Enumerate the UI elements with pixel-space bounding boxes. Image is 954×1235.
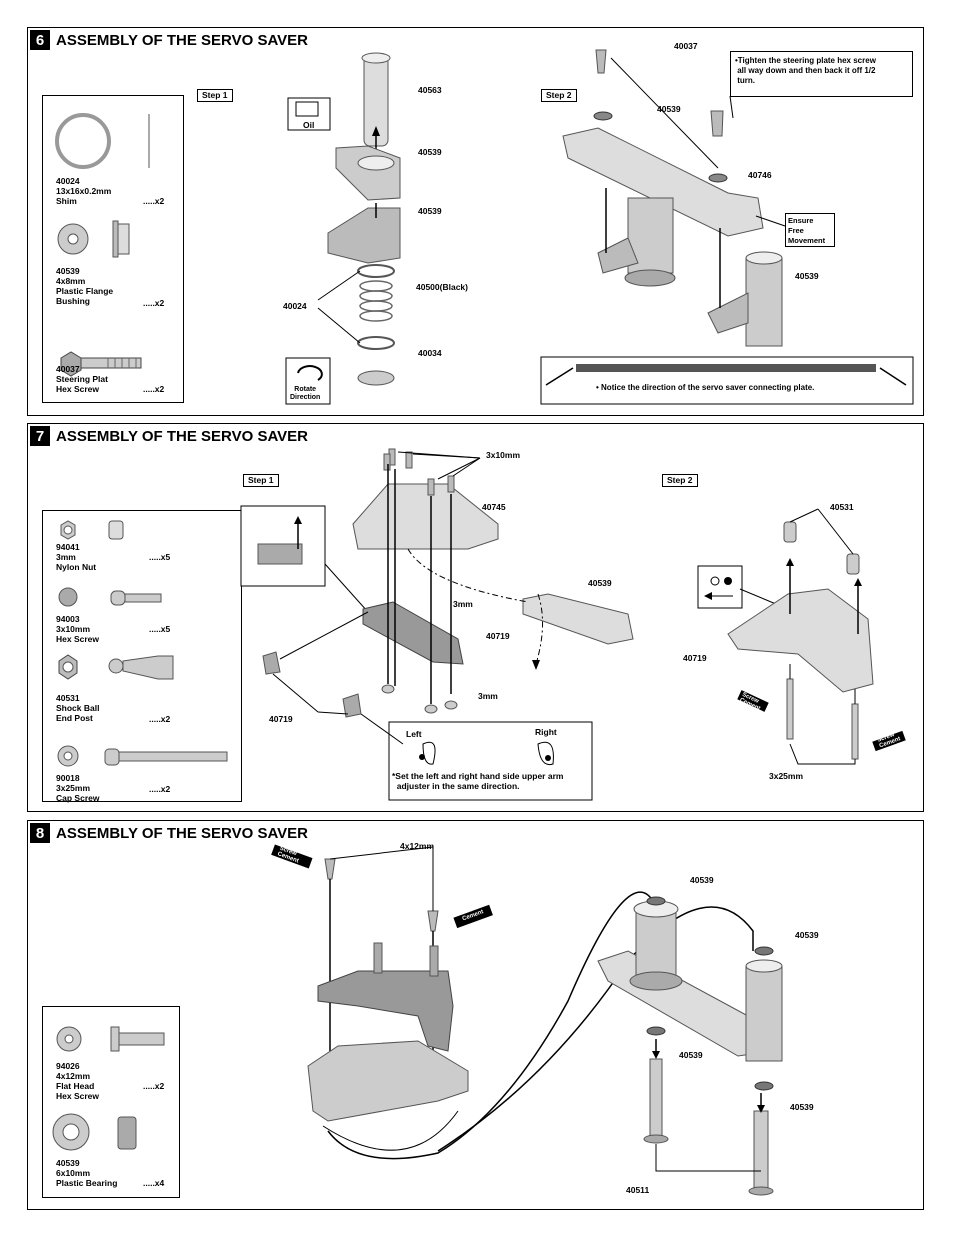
- s7-part-label: 40539: [588, 578, 612, 588]
- s6-tighten-note: •Tighten the steering plate hex screw al…: [730, 51, 913, 97]
- s6-part-label: 40037: [674, 41, 698, 51]
- s6-oil-label: Oil: [303, 120, 315, 130]
- s6-part-label: 40539: [418, 147, 442, 157]
- s7-part-label: 3mm: [453, 599, 473, 609]
- s6-part-label: 40034: [418, 348, 442, 358]
- s6-part-desc: 4x8mm Plastic Flange Bushing: [56, 276, 114, 306]
- section-8: 8 ASSEMBLY OF THE SERVO SAVER 94026 4x12…: [27, 820, 924, 1210]
- s8-part-num: 40539: [56, 1158, 80, 1168]
- s8-part-label: 40539: [795, 930, 819, 940]
- s7-part-num: 40531: [56, 693, 80, 703]
- s7-part-qty: .....x5: [149, 552, 171, 562]
- s7-left-label: Left: [406, 729, 422, 739]
- section-6: 6 ASSEMBLY OF THE SERVO SAVER 40024 13x1…: [27, 27, 924, 416]
- s6-part-label: 40024: [283, 301, 307, 311]
- s6-part-label: 40539: [795, 271, 819, 281]
- section-7-number: 7: [30, 426, 50, 446]
- s6-notice-text: • Notice the direction of the servo save…: [596, 383, 815, 392]
- s7-illustration: [240, 448, 906, 801]
- section-7: 7 ASSEMBLY OF THE SERVO SAVER 94041 3mm …: [27, 423, 924, 812]
- s7-part-label: 40719: [269, 714, 293, 724]
- s7-part-label: 40719: [486, 631, 510, 641]
- s6-part-qty: .....x2: [143, 384, 165, 394]
- s6-step2-label: Step 2: [541, 89, 577, 102]
- s7-set-note: *Set the left and right hand side upper …: [392, 771, 564, 791]
- s7-part-label: 3x25mm: [769, 771, 804, 781]
- s6-step1-label: Step 1: [197, 89, 233, 102]
- s7-part-qty: .....x5: [149, 624, 171, 634]
- section-8-title: ASSEMBLY OF THE SERVO SAVER: [56, 824, 309, 842]
- s6-part-num: 40024: [56, 176, 80, 186]
- s7-right-label: Right: [535, 727, 557, 737]
- s7-part-label: 40719: [683, 653, 707, 663]
- section-8-header: 8 ASSEMBLY OF THE SERVO SAVER: [30, 823, 308, 843]
- s8-part-num: 94026: [56, 1061, 80, 1071]
- section-6-header: 6 ASSEMBLY OF THE SERVO SAVER: [30, 30, 308, 50]
- s8-part-label: 4x12mm: [400, 841, 435, 851]
- s8-part-qty: .....x2: [143, 1081, 165, 1091]
- section-6-number: 6: [30, 30, 50, 50]
- s6-part-label: 40746: [748, 170, 772, 180]
- s7-part-num: 94003: [56, 614, 80, 624]
- s6-parts-list: 40024 13x16x0.2mm Shim .....x2 40539 4x8…: [42, 95, 184, 403]
- s6-part-qty: .....x2: [143, 298, 165, 308]
- s7-parts-icons: [57, 520, 228, 767]
- s6-part-label: 40539: [657, 104, 681, 114]
- s7-step1-label: Step 1: [243, 474, 279, 487]
- s6-part-desc: Steering Plat Hex Screw: [56, 374, 108, 394]
- s8-part-desc: 6x10mm Plastic Bearing: [56, 1168, 118, 1188]
- s7-part-qty: .....x2: [149, 714, 171, 724]
- section-6-title: ASSEMBLY OF THE SERVO SAVER: [56, 31, 309, 49]
- s8-part-label: 40539: [679, 1050, 703, 1060]
- s8-illustration: [271, 844, 783, 1196]
- s7-part-num: 94041: [56, 542, 80, 552]
- s8-part-label: 40539: [790, 1102, 814, 1112]
- s7-part-label: 3mm: [478, 691, 498, 701]
- s7-parts-list: 94041 3mm Nylon Nut .....x5 94003 3x10mm…: [42, 510, 242, 803]
- s6-rotate-label: Rotate Direction: [290, 386, 321, 401]
- s6-part-num: 40539: [56, 266, 80, 276]
- s6-parts-icons: [55, 113, 150, 377]
- section-7-header: 7 ASSEMBLY OF THE SERVO SAVER: [30, 426, 308, 446]
- s7-part-desc: 3mm Nylon Nut: [56, 552, 97, 572]
- s8-part-desc: 4x12mm Flat Head Hex Screw: [56, 1071, 99, 1101]
- s8-parts-list: 94026 4x12mm Flat Head Hex Screw .....x2…: [42, 1006, 180, 1198]
- s8-part-label: 40511: [626, 1185, 650, 1195]
- s6-part-num: 40037: [56, 364, 80, 374]
- s8-part-label: 40539: [690, 875, 714, 885]
- section-7-title: ASSEMBLY OF THE SERVO SAVER: [56, 427, 309, 445]
- s7-part-num: 90018: [56, 773, 80, 783]
- s6-part-label: 40500(Black): [416, 282, 468, 292]
- s7-part-label: 40745: [482, 502, 506, 512]
- s6-part-desc: 13x16x0.2mm Shim: [56, 186, 112, 206]
- s8-parts-icons: [52, 1026, 165, 1151]
- s7-part-desc: 3x10mm Hex Screw: [56, 624, 99, 644]
- s6-part-label: 40539: [418, 206, 442, 216]
- section-8-number: 8: [30, 823, 50, 843]
- s6-part-label: 40563: [418, 85, 442, 95]
- s7-part-qty: .....x2: [149, 784, 171, 794]
- s7-part-label: 3x10mm: [486, 450, 521, 460]
- s6-ensure-note: Ensure Free Movement: [785, 213, 835, 247]
- s7-step2-label: Step 2: [662, 474, 698, 487]
- s6-illustration: [285, 49, 914, 405]
- s7-part-desc: 3x25mm Cap Screw: [56, 783, 100, 803]
- s7-part-desc: Shock Ball End Post: [56, 703, 100, 723]
- s7-part-label: 40531: [830, 502, 854, 512]
- s6-part-qty: .....x2: [143, 196, 165, 206]
- s8-part-qty: .....x4: [143, 1178, 165, 1188]
